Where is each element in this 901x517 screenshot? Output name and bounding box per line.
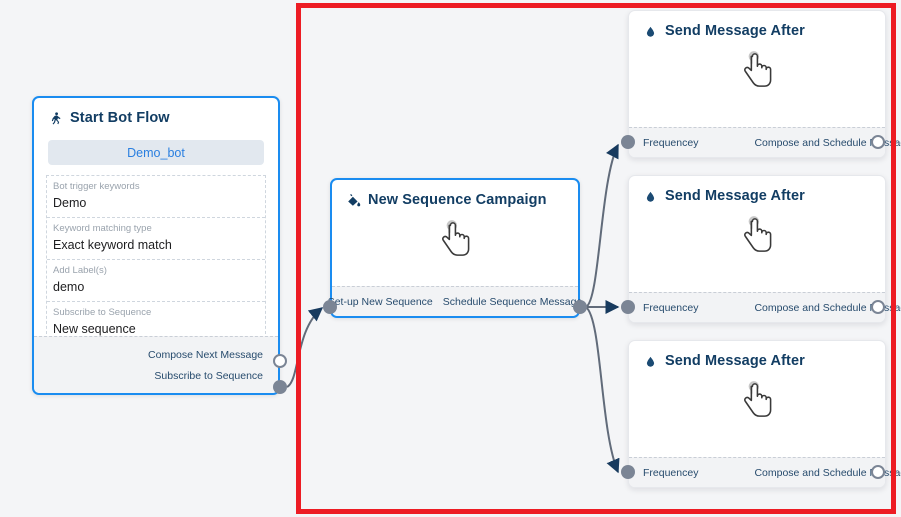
field-value: New sequence: [53, 322, 136, 336]
node-send-message-after-1-title: Send Message After: [665, 23, 805, 39]
output-label-subscribe-to-sequence: Subscribe to Sequence: [154, 369, 263, 382]
node-new-sequence-campaign-header: New Sequence Campaign: [332, 180, 578, 208]
field-keyword-matching-type[interactable]: Keyword matching type Exact keyword matc…: [47, 218, 265, 260]
water-drop-icon: [643, 23, 658, 39]
field-value: demo: [53, 280, 85, 294]
handle-input-frequencey-3[interactable]: [621, 465, 635, 479]
handle-output-compose-and-schedule-message-1[interactable]: [871, 135, 885, 149]
node-body-cursor-area: [629, 212, 885, 258]
node-body-cursor-area: [629, 47, 885, 93]
field-label: Add Label(s): [53, 265, 107, 276]
running-person-icon: [48, 110, 63, 126]
water-drop-icon: [643, 188, 658, 204]
node-send-message-after-3-header: Send Message After: [629, 341, 885, 369]
edge-campaign-to-send-1: [585, 143, 619, 308]
handle-output-schedule-sequence-message[interactable]: [573, 300, 587, 314]
hand-pointer-cursor-icon: [442, 220, 470, 256]
node-send-message-after-1-header: Send Message After: [629, 11, 885, 39]
node-start-bot-flow[interactable]: Start Bot Flow Demo_bot Bot trigger keyw…: [32, 96, 280, 395]
field-label: Subscribe to Sequence: [53, 307, 152, 318]
node-send-message-after-3-footer: Frequencey Compose and Schedule Message: [629, 457, 901, 487]
node-send-message-after-3-title: Send Message After: [665, 353, 805, 369]
node-start-bot-flow-header: Start Bot Flow: [34, 98, 278, 126]
node-send-message-after-2[interactable]: Send Message After Frequencey Compose an…: [628, 175, 901, 323]
node-send-message-after-2-title: Send Message After: [665, 188, 805, 204]
handle-input-setup-new-sequence[interactable]: [323, 300, 337, 314]
node-send-message-after-2-footer: Frequencey Compose and Schedule Message: [629, 292, 901, 322]
node-start-bot-flow-footer: Compose Next Message Subscribe to Sequen…: [34, 336, 278, 393]
bot-selector-pill[interactable]: Demo_bot: [48, 140, 264, 165]
output-label-compose-next-message: Compose Next Message: [148, 348, 263, 361]
output-label-schedule-sequence-message: Schedule Sequence Message: [442, 295, 583, 308]
field-label: Keyword matching type: [53, 223, 152, 234]
input-label-setup-new-sequence: Set-up New Sequence: [327, 295, 433, 308]
handle-input-frequencey-1[interactable]: [621, 135, 635, 149]
edge-campaign-to-send-3: [585, 306, 620, 474]
input-label-frequencey: Frequencey: [643, 301, 699, 314]
paint-pour-icon: [346, 192, 361, 208]
node-send-message-after-1[interactable]: Send Message After Frequencey Compose an…: [628, 10, 901, 158]
field-value: Exact keyword match: [53, 238, 172, 252]
node-send-message-after-1-footer: Frequencey Compose and Schedule Message: [629, 127, 901, 157]
edge-subscribe-to-sequence: [286, 307, 324, 388]
hand-pointer-cursor-icon: [744, 381, 772, 417]
handle-output-compose-and-schedule-message-2[interactable]: [871, 300, 885, 314]
handle-input-frequencey-2[interactable]: [621, 300, 635, 314]
input-label-frequencey: Frequencey: [643, 136, 699, 149]
node-new-sequence-campaign-footer: Set-up New Sequence Schedule Sequence Me…: [328, 286, 582, 316]
field-bot-trigger-keywords[interactable]: Bot trigger keywords Demo: [47, 176, 265, 218]
input-label-frequencey: Frequencey: [643, 466, 699, 479]
field-value: Demo: [53, 196, 87, 210]
node-body-cursor-area: [332, 216, 578, 262]
node-new-sequence-campaign[interactable]: New Sequence Campaign Set-up New Sequenc…: [328, 178, 582, 318]
node-start-bot-flow-title: Start Bot Flow: [70, 110, 170, 126]
bot-selector-label: Demo_bot: [127, 145, 185, 160]
node-new-sequence-campaign-title: New Sequence Campaign: [368, 192, 547, 208]
water-drop-icon: [643, 353, 658, 369]
node-body-cursor-area: [629, 377, 885, 423]
bot-config-fields: Bot trigger keywords Demo Keyword matchi…: [46, 175, 266, 344]
handle-output-compose-next-message[interactable]: [273, 354, 287, 368]
field-label: Bot trigger keywords: [53, 181, 140, 192]
hand-pointer-cursor-icon: [744, 216, 772, 252]
handle-output-compose-and-schedule-message-3[interactable]: [871, 465, 885, 479]
node-send-message-after-3[interactable]: Send Message After Frequencey Compose an…: [628, 340, 901, 488]
output-label-compose-and-schedule-message: Compose and Schedule Message: [754, 466, 901, 479]
handle-output-subscribe-to-sequence[interactable]: [273, 380, 287, 394]
node-send-message-after-2-header: Send Message After: [629, 176, 885, 204]
field-add-labels[interactable]: Add Label(s) demo: [47, 260, 265, 302]
hand-pointer-cursor-icon: [744, 51, 772, 87]
output-label-compose-and-schedule-message: Compose and Schedule Message: [754, 301, 901, 314]
output-label-compose-and-schedule-message: Compose and Schedule Message: [754, 136, 901, 149]
